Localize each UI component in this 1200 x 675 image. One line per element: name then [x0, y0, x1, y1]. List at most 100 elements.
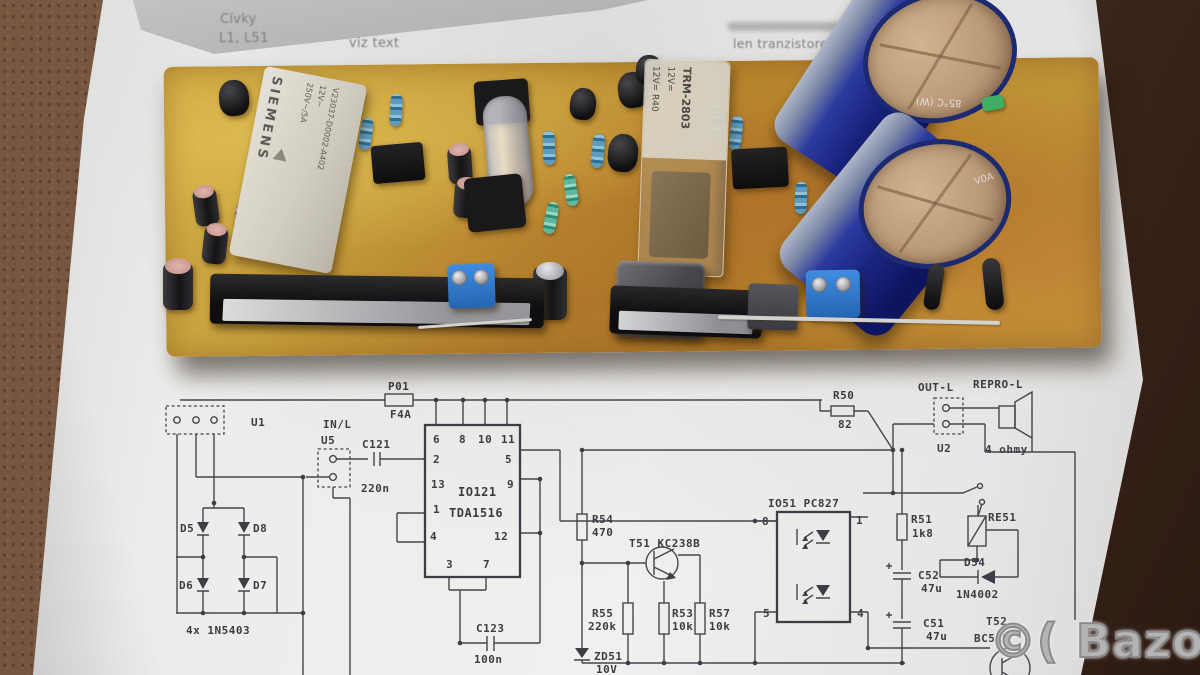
wire-main-rail — [180, 399, 822, 425]
relay2-part-number: TRM-2803 — [678, 66, 694, 130]
transistor-t51-symbol — [645, 546, 679, 580]
power-ic-end-block — [747, 283, 799, 331]
transistor-t52-symbol — [989, 647, 1031, 675]
wire-optocoupler — [754, 516, 990, 663]
wire-right-components — [886, 450, 1019, 675]
fuse-symbol — [384, 393, 414, 407]
pin-9: 9 — [507, 478, 514, 491]
ic-io51-symbol — [775, 510, 852, 624]
connector-out-l-symbol — [933, 397, 964, 435]
label-d54-part: 1N4002 — [956, 588, 999, 601]
label-bridge: 4x 1N5403 — [186, 624, 250, 637]
terminal-screw — [473, 269, 489, 285]
label-io51: IO51 PC827 — [768, 497, 839, 510]
label-r50: R50 — [833, 389, 854, 402]
label-u1: U1 — [251, 416, 265, 429]
pin-11: 11 — [501, 433, 515, 446]
terminal-screw — [811, 277, 827, 293]
terminal-screw — [451, 270, 467, 286]
pin-5: 5 — [505, 453, 512, 466]
screw-terminal — [447, 263, 496, 309]
label-d8: D8 — [253, 522, 267, 535]
label-r50-value: 82 — [838, 418, 852, 431]
io51-pin-8: 8 — [762, 515, 769, 528]
label-d5: D5 — [180, 522, 194, 535]
speaker-cone — [1014, 390, 1033, 440]
label-c121: C121 — [362, 438, 391, 451]
label-t52-part: BC517 — [974, 632, 1010, 645]
resistor-r55-symbol — [622, 602, 634, 635]
ic-io121-symbol — [423, 423, 522, 579]
resistor-r50-symbol — [830, 405, 855, 417]
cap-score-line — [898, 153, 972, 253]
heatsink-tab — [618, 310, 753, 335]
out-l-pin — [941, 403, 951, 413]
label-r53-value: 10k — [672, 620, 693, 633]
io51-pin-1: 1 — [856, 514, 863, 527]
label-r54: R54 — [592, 513, 613, 526]
label-c123: C123 — [476, 622, 505, 635]
connector-u5-symbol — [317, 448, 351, 488]
pin-1: 1 — [433, 503, 440, 516]
label-4ohmy: 4 ohmy — [985, 443, 1028, 456]
pin-4: 4 — [430, 530, 437, 543]
connector-u1-symbol — [165, 405, 225, 435]
io51-pin-5: 5 — [763, 607, 770, 620]
diode-d54-symbol — [981, 570, 995, 584]
pin-6: 6 — [433, 433, 440, 446]
diode-d6-symbol — [197, 578, 209, 589]
electrolytic-capacitor — [163, 258, 193, 310]
resistor-r54-symbol — [576, 513, 588, 541]
zener-zd51-symbol — [575, 648, 589, 658]
transistor-t51-junction — [653, 548, 675, 578]
diode-d8-symbol — [238, 522, 250, 533]
label-c52: C52 — [918, 569, 939, 582]
label-re51: RE51 — [988, 511, 1017, 524]
label-r51-value: 1k8 — [912, 527, 933, 540]
pin-7: 7 — [483, 558, 490, 571]
header-coils-label: Cívky — [220, 12, 257, 27]
wire-right-top — [582, 400, 1076, 620]
relay2-voltage-code: 12V= R40 — [648, 65, 661, 112]
pin-13: 13 — [431, 478, 445, 491]
junction-dots — [200, 397, 980, 666]
label-t51: T51 KC238B — [629, 537, 700, 550]
relay-re51-symbol — [967, 515, 987, 547]
resistor — [794, 181, 808, 215]
label-t52: T52 — [986, 615, 1007, 628]
u5-pin — [328, 472, 338, 482]
electrolytic-capacitor — [191, 183, 221, 228]
label-r53: R53 — [672, 607, 693, 620]
pin-8: 8 — [459, 433, 466, 446]
blurred-text-line — [728, 22, 888, 31]
u5-pin — [328, 454, 338, 464]
label-f4a: F4A — [390, 408, 411, 421]
power-ic-tda1516 — [609, 285, 763, 339]
electrolytic-capacitor — [201, 222, 229, 266]
dip8-ic — [370, 141, 426, 185]
label-r57-value: 10k — [709, 620, 730, 633]
label-c123-value: 100n — [474, 653, 503, 666]
io51-pin-4: 4 — [857, 607, 864, 620]
watermark: ©( Bazos.cz — [989, 613, 1200, 669]
resistor-r53-symbol — [658, 602, 670, 635]
u1-pin — [173, 416, 181, 424]
label-r55-value: 220k — [588, 620, 617, 633]
header-coils-refs: L1, L51 — [219, 31, 269, 46]
label-zd51-value: 10V — [596, 663, 617, 675]
label-r51: R51 — [911, 513, 932, 526]
diode-d7-symbol — [238, 578, 250, 589]
relay2-voltage: 12V= — [664, 66, 676, 92]
u1-pin — [210, 416, 218, 424]
label-in-l: IN/L — [323, 418, 352, 431]
screw-terminal — [805, 269, 861, 319]
out-l-pin — [941, 419, 951, 429]
pin-2: 2 — [433, 453, 440, 466]
label-out-l: OUT-L — [918, 381, 954, 394]
label-d6: D6 — [179, 579, 193, 592]
label-c51: C51 — [923, 617, 944, 630]
fuse-holder-bottom — [463, 173, 527, 233]
recycle-triangle-icon — [272, 147, 289, 162]
